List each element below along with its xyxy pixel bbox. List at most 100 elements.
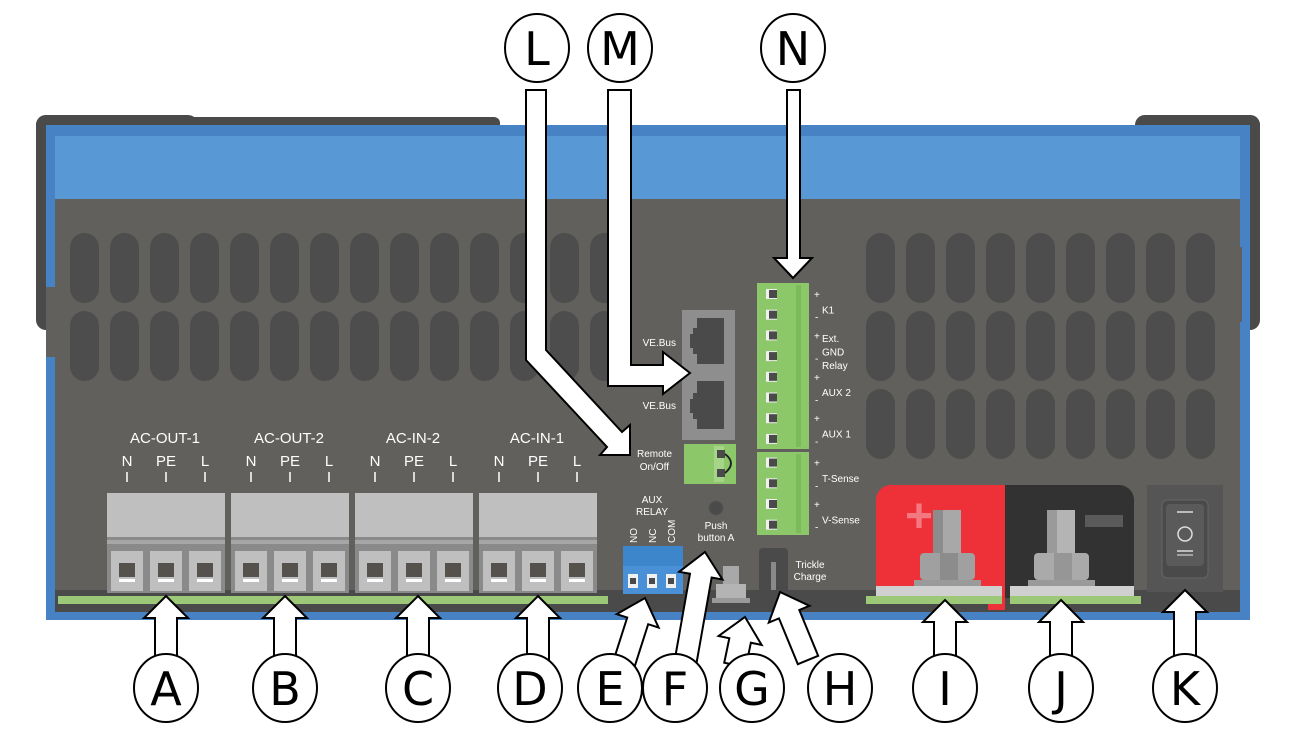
ac-terminal-title: AC-IN-2 <box>386 430 440 447</box>
vent-slot <box>310 311 339 381</box>
arrow-h <box>767 590 820 666</box>
callout-letter: C <box>402 662 434 716</box>
pin-tick <box>576 472 578 482</box>
callout-circle <box>133 653 199 723</box>
negative-symbol <box>1085 515 1123 527</box>
callout-circle <box>719 653 785 723</box>
green-strip-positive <box>866 596 1002 604</box>
ac-terminal-title: AC-IN-1 <box>510 430 564 447</box>
callout-letter: D <box>512 662 547 716</box>
battery-positive-terminal[interactable]: + <box>866 484 1005 610</box>
callout-letter: L <box>524 22 550 76</box>
ac-pin-label: PE <box>404 453 424 470</box>
terminal-label: V-Sense <box>822 515 860 526</box>
vent-slot <box>1066 311 1095 381</box>
push-button-label-line2: button A <box>698 533 735 544</box>
vent-slot <box>230 233 259 303</box>
vebus-port-2[interactable] <box>688 377 729 432</box>
terminal-pair-v-sense: + -V-Sense <box>814 500 860 534</box>
ac-pin-label: N <box>122 453 133 470</box>
vent-slot <box>430 311 459 381</box>
callout-letter: H <box>823 662 858 716</box>
aux-relay-title-line2: RELAY <box>636 507 668 518</box>
plus-sign: + <box>814 331 820 342</box>
top-band <box>55 136 1240 199</box>
callout-c: C <box>385 653 451 723</box>
push-button-a[interactable]: Push button A <box>698 500 735 544</box>
callout-m: M <box>587 13 653 83</box>
trickle-charge-port[interactable]: Trickle Charge <box>759 548 827 598</box>
callout-circle <box>760 13 826 83</box>
green-strip-left <box>58 596 608 604</box>
aux-relay-pin-com: COM <box>667 520 678 543</box>
vent-slot <box>1146 389 1175 459</box>
callout-circle <box>642 653 708 723</box>
callout-j: J <box>1028 653 1094 723</box>
vent-slot <box>1106 233 1135 303</box>
vent-slot <box>866 311 895 381</box>
aux-relay-pin-no: NO <box>629 528 640 543</box>
vent-slot <box>1026 311 1055 381</box>
terminal-label: K1 <box>822 305 835 316</box>
vent-slot <box>1186 233 1215 303</box>
vent-slot <box>1146 311 1175 381</box>
vent-slot <box>1066 389 1095 459</box>
callout-h: H <box>807 653 873 723</box>
remote-label-line1: Remote <box>637 449 672 460</box>
callout-g: G <box>719 653 785 723</box>
ac-pin-label: N <box>370 453 381 470</box>
vent-slot <box>906 389 935 459</box>
plus-sign: + <box>814 459 820 470</box>
vent-slot <box>70 233 99 303</box>
callout-k: K <box>1152 653 1218 723</box>
vent-slot <box>986 311 1015 381</box>
callout-f: F <box>642 653 708 723</box>
callout-circle <box>912 653 978 723</box>
remote-label-line2: On/Off <box>640 462 669 473</box>
plus-sign: + <box>814 414 820 425</box>
minus-sign: - <box>815 481 818 492</box>
remote-onoff-connector[interactable]: Remote On/Off <box>637 444 736 484</box>
vent-slot <box>270 311 299 381</box>
minus-sign: - <box>815 523 818 534</box>
trickle-label-line2: Charge <box>794 572 827 583</box>
ac-terminal-title: AC-OUT-2 <box>254 430 324 447</box>
minus-sign: - <box>815 313 818 324</box>
callout-letter: M <box>600 22 640 76</box>
aux-relay[interactable]: AUX RELAY NO NC COM <box>623 495 683 594</box>
ac-pin-label: PE <box>156 453 176 470</box>
callout-circle <box>385 653 451 723</box>
vent-slot <box>470 311 499 381</box>
callout-letter: I <box>938 662 952 716</box>
callout-letter: E <box>595 662 624 716</box>
aux-relay-pin-nc: NC <box>648 529 659 543</box>
onoff-switch[interactable] <box>1147 485 1223 592</box>
switch-mark-off <box>1177 526 1193 542</box>
arrow-l <box>525 89 631 456</box>
arrow-m <box>607 89 692 397</box>
callout-e: E <box>577 653 643 723</box>
terminal-label: GND <box>822 347 844 358</box>
minus-sign: - <box>815 354 818 365</box>
vent-slot <box>430 233 459 303</box>
callout-circle <box>1028 653 1094 723</box>
plus-sign: + <box>814 500 820 511</box>
ac-pin-label: L <box>573 453 581 470</box>
terminal-label: AUX 1 <box>822 430 851 441</box>
pin-tick <box>250 472 252 482</box>
vent-slot <box>1186 311 1215 381</box>
callout-letter: J <box>1051 662 1068 716</box>
vebus-port-1[interactable] <box>688 316 729 369</box>
terminal-label: AUX 2 <box>822 388 851 399</box>
battery-negative-terminal[interactable] <box>1005 484 1141 604</box>
callout-circle <box>497 653 563 723</box>
vent-slot <box>946 233 975 303</box>
vent-slot <box>190 311 219 381</box>
minus-sign: - <box>815 396 818 407</box>
